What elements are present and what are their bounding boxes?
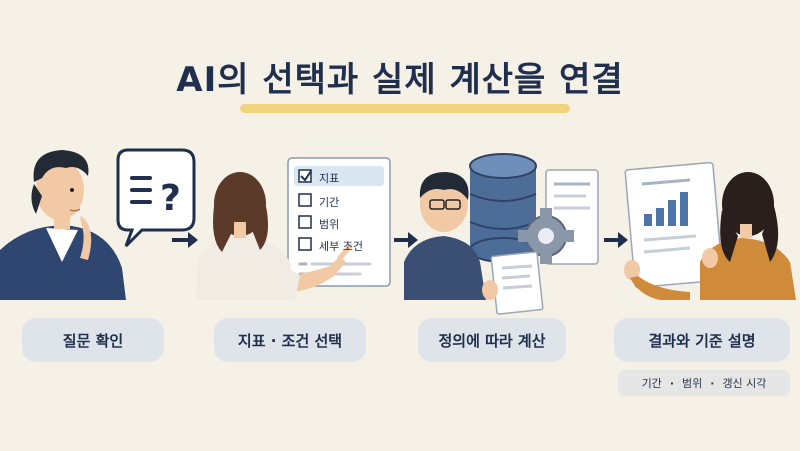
- step-2-label: 지표 · 조건 선택: [214, 318, 366, 362]
- checkbox-4-icon: [298, 237, 312, 251]
- step-1-label: 질문 확인: [22, 318, 164, 362]
- svg-text:?: ?: [160, 178, 181, 219]
- result-criteria-note: 기간 · 범위 · 갱신 시각: [618, 370, 790, 396]
- checklist-item-4-label: 세부 조건: [319, 240, 363, 253]
- title-underline: [240, 104, 570, 113]
- note-separator: ·: [710, 376, 715, 390]
- note-item-scope: 범위: [682, 377, 703, 390]
- step-4-label: 결과와 기준 설명: [614, 318, 790, 362]
- checklist-item-2-label: 기간: [319, 196, 340, 209]
- checkbox-2-icon: [298, 193, 312, 207]
- checklist-panel: [287, 157, 391, 287]
- person-selecting: [196, 172, 353, 300]
- checkbox-1-icon: [298, 169, 312, 183]
- speech-bubble-question-icon: ?: [116, 148, 196, 248]
- checklist-item-1-label: 지표: [319, 172, 340, 185]
- database-icon: [469, 153, 537, 263]
- note-item-period: 기간: [641, 377, 662, 390]
- gear-icon: [518, 208, 574, 264]
- arrow-2-icon: [394, 232, 418, 248]
- arrow-1-icon: [172, 232, 198, 248]
- person-presenting: [624, 172, 796, 300]
- checklist-item-3-label: 범위: [319, 218, 340, 231]
- page-title: AI의 선택과 실제 계산을 연결: [176, 60, 624, 100]
- note-separator: ·: [669, 376, 674, 390]
- arrow-3-icon: [604, 232, 628, 248]
- checkbox-3-icon: [298, 215, 312, 229]
- person-calculating: [404, 172, 544, 315]
- bar-chart-report-icon: [624, 161, 724, 289]
- person-thinking: [0, 150, 126, 300]
- step-3-label: 정의에 따라 계산: [418, 318, 566, 362]
- note-item-update-time: 갱신 시각: [722, 377, 767, 390]
